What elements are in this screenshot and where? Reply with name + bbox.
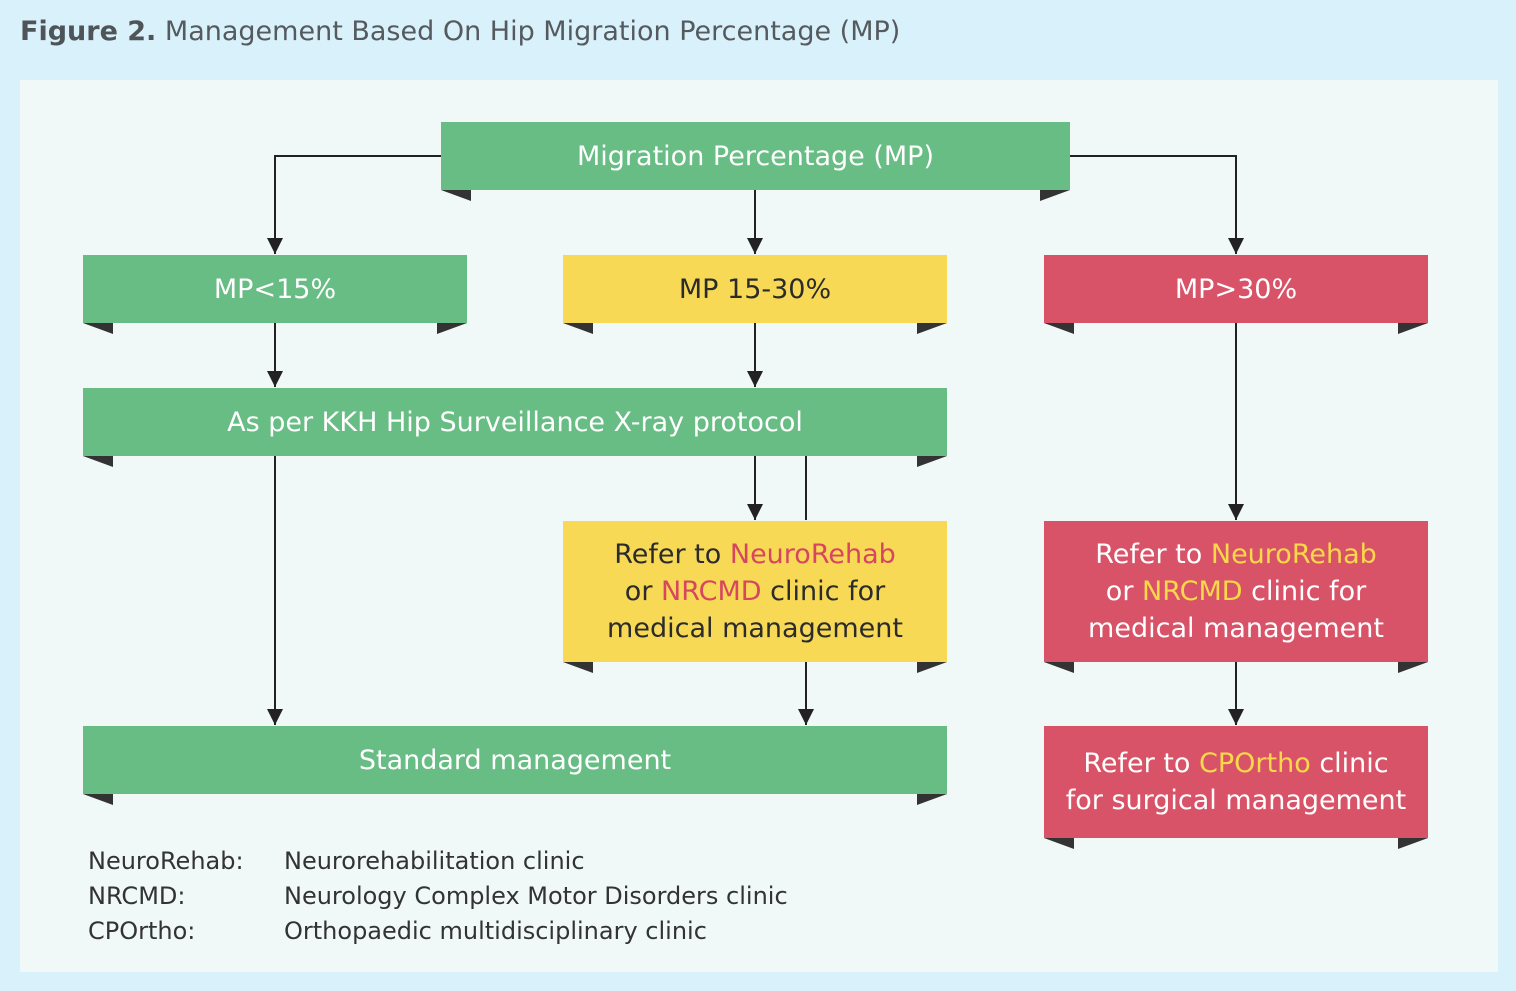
ribbon-fold-right: [917, 323, 947, 334]
node-refer-medical-mid-line-1: Refer to NeuroRehab: [614, 539, 896, 570]
ribbon-fold-left: [83, 323, 113, 334]
node-mp-mid: MP 15-30%: [563, 255, 947, 323]
legend-row: NeuroRehab: Neurorehabilitation clinic: [88, 844, 788, 879]
ribbon-fold-left: [563, 662, 593, 673]
ribbon-fold-left: [563, 323, 593, 334]
clinic-nrcmd: NRCMD: [661, 576, 762, 607]
node-surveillance-protocol: As per KKH Hip Surveillance X-ray protoc…: [83, 388, 947, 456]
ribbon-fold-right: [1398, 323, 1428, 334]
ribbon-fold-right: [917, 794, 947, 805]
node-mp-low-label: MP<15%: [213, 273, 337, 305]
ribbon-fold-right: [437, 323, 467, 334]
clinic-nrcmd: NRCMD: [1142, 576, 1243, 607]
legend-row: CPOrtho: Orthopaedic multidisciplinary c…: [88, 914, 788, 949]
node-standard-management: Standard management: [83, 726, 947, 794]
node-refer-medical-high: Refer to NeuroRehab or NRCMD clinic for …: [1044, 521, 1428, 662]
legend-meaning: Neurology Complex Motor Disorders clinic: [284, 882, 788, 910]
ribbon-fold-left: [83, 794, 113, 805]
ribbon-fold-right: [917, 456, 947, 467]
ribbon-fold-right: [1398, 838, 1428, 849]
clinic-neurorehab: NeuroRehab: [1210, 539, 1377, 570]
node-refer-medical-mid-line-2: or NRCMD clinic for: [624, 576, 886, 607]
figure-title: Management Based On Hip Migration Percen…: [164, 16, 901, 47]
ribbon-fold-right: [1040, 190, 1070, 201]
edge-root-to-mp-low: [267, 155, 441, 254]
node-surveillance-protocol-label: As per KKH Hip Surveillance X-ray protoc…: [227, 406, 803, 438]
figure-number: Figure 2.: [20, 16, 157, 47]
node-surgical-management: Refer to CPOrtho clinic for surgical man…: [1044, 726, 1428, 838]
node-mp-low: MP<15%: [83, 255, 467, 323]
node-refer-medical-mid: Refer to NeuroRehab or NRCMD clinic for …: [563, 521, 947, 662]
legend-abbr: NeuroRehab:: [88, 847, 244, 875]
node-refer-medical-high-line-3: medical management: [1088, 613, 1384, 644]
ribbon-fold-left: [1044, 323, 1074, 334]
edge-root-to-mp-high: [1070, 155, 1244, 254]
node-mp-high: MP>30%: [1044, 255, 1428, 323]
ribbon-fold-right: [1398, 662, 1428, 673]
legend-row: NRCMD: Neurology Complex Motor Disorders…: [88, 879, 788, 914]
abbreviation-legend: NeuroRehab: Neurorehabilitation clinic N…: [88, 844, 788, 949]
clinic-cportho: CPOrtho: [1199, 748, 1311, 779]
node-surgical-management-line-1: Refer to CPOrtho clinic: [1083, 748, 1389, 779]
ribbon-fold-left: [83, 456, 113, 467]
node-refer-medical-high-line-1: Refer to NeuroRehab: [1095, 539, 1377, 570]
ribbon-fold-left: [1044, 838, 1074, 849]
node-migration-percentage-label: Migration Percentage (MP): [577, 140, 934, 172]
node-surgical-management-line-2: for surgical management: [1065, 785, 1407, 816]
node-migration-percentage: Migration Percentage (MP): [441, 122, 1070, 190]
legend-meaning: Orthopaedic multidisciplinary clinic: [284, 917, 707, 945]
node-mp-mid-label: MP 15-30%: [678, 273, 832, 305]
node-mp-high-label: MP>30%: [1174, 273, 1298, 305]
ribbon-fold-left: [441, 190, 471, 201]
figure-caption: Figure 2. Management Based On Hip Migrat…: [20, 16, 900, 47]
ribbon-fold-right: [917, 662, 947, 673]
legend-abbr: CPOrtho:: [88, 917, 196, 945]
node-refer-medical-mid-line-3: medical management: [607, 613, 903, 644]
clinic-neurorehab: NeuroRehab: [729, 539, 896, 570]
node-standard-management-label: Standard management: [358, 744, 672, 776]
legend-abbr: NRCMD:: [88, 882, 186, 910]
node-refer-medical-high-line-2: or NRCMD clinic for: [1105, 576, 1367, 607]
legend-meaning: Neurorehabilitation clinic: [284, 847, 585, 875]
ribbon-fold-left: [1044, 662, 1074, 673]
